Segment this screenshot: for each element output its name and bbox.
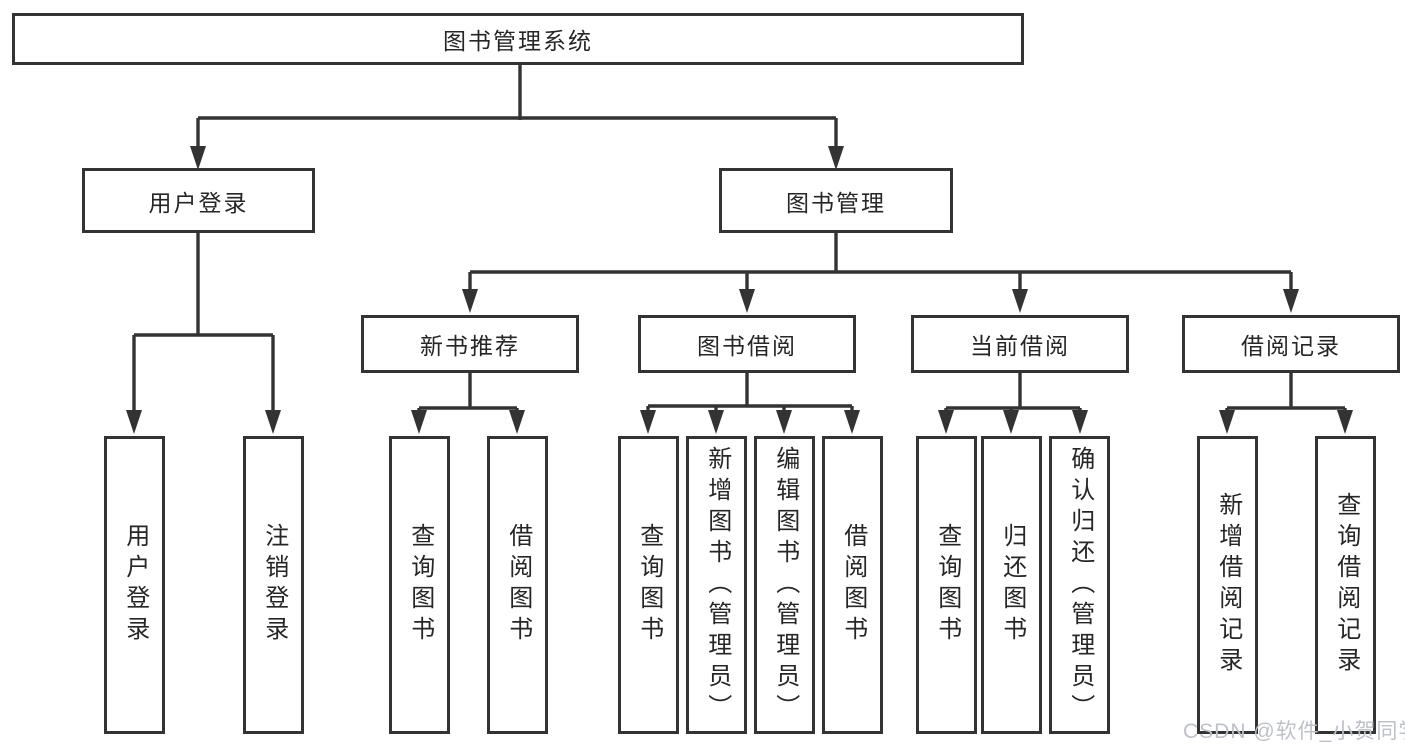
- node-root-label: 图书管理系统: [443, 28, 593, 54]
- leaf-user-login: 用户登录: [104, 436, 165, 734]
- leaf-return-books: 归还图书: [981, 436, 1042, 734]
- leaf-label: 查询借阅记录: [1332, 492, 1360, 678]
- leaf-query-borrow-record: 查询借阅记录: [1315, 436, 1376, 734]
- leaf-label: 借阅图书: [504, 523, 532, 647]
- node-borrow-record: 借阅记录: [1182, 315, 1400, 373]
- node-user-login: 用户登录: [82, 168, 315, 233]
- leaf-label: 归还图书: [998, 523, 1026, 647]
- leaf-label: 查询图书: [933, 523, 961, 647]
- leaf-confirm-return-admin: 确认归还（管理员）: [1049, 436, 1110, 734]
- leaf-borrow-books: 借阅图书: [822, 436, 883, 734]
- leaf-edit-books-admin: 编辑图书（管理员）: [754, 436, 815, 734]
- edge-bookborrow-to-leaves: [646, 373, 854, 416]
- leaf-query-books: 查询图书: [916, 436, 977, 734]
- node-book-borrow-label: 图书借阅: [697, 333, 797, 359]
- node-current-borrow-label: 当前借阅: [970, 333, 1070, 359]
- node-root-system: 图书管理系统: [12, 13, 1024, 65]
- leaf-label: 用户登录: [121, 523, 149, 647]
- edge-root-to-level2: [196, 65, 838, 152]
- leaf-label: 新增借阅记录: [1214, 492, 1242, 678]
- node-book-management-label: 图书管理: [786, 189, 886, 216]
- edge-borrowrecord-to-leaves: [1225, 373, 1347, 416]
- edge-bookmgmt-to-level3: [468, 233, 1293, 295]
- leaf-label: 编辑图书（管理员）: [771, 445, 799, 725]
- node-book-management: 图书管理: [719, 168, 953, 233]
- connector-lines: [132, 65, 1347, 416]
- connector-arrowheads: [126, 146, 1353, 434]
- leaf-query-books: 查询图书: [618, 436, 679, 734]
- leaf-add-books-admin: 新增图书（管理员）: [686, 436, 747, 734]
- node-user-login-label: 用户登录: [148, 189, 249, 216]
- node-new-book-recommend-label: 新书推荐: [420, 333, 520, 359]
- leaf-add-borrow-record: 新增借阅记录: [1197, 436, 1258, 734]
- leaf-label: 查询图书: [635, 523, 663, 647]
- leaf-label: 注销登录: [260, 523, 288, 647]
- leaf-query-books: 查询图书: [389, 436, 450, 734]
- edge-newbookrec-to-leaves: [417, 373, 519, 416]
- leaf-label: 确认归还（管理员）: [1066, 445, 1094, 725]
- edge-userlogin-to-leaves: [132, 233, 275, 416]
- leaf-label: 查询图书: [406, 523, 434, 647]
- leaf-label: 借阅图书: [839, 523, 867, 647]
- edge-currentborrow-to-leaves: [944, 373, 1082, 416]
- node-current-borrow: 当前借阅: [911, 315, 1129, 373]
- node-borrow-record-label: 借阅记录: [1241, 333, 1341, 359]
- leaf-logout: 注销登录: [243, 436, 304, 734]
- node-book-borrow: 图书借阅: [638, 315, 856, 373]
- csdn-watermark: CSDN @软件_小贺同学: [1183, 720, 1405, 743]
- leaf-borrow-books: 借阅图书: [487, 436, 548, 734]
- leaf-label: 新增图书（管理员）: [703, 445, 731, 725]
- node-new-book-recommend: 新书推荐: [361, 315, 579, 373]
